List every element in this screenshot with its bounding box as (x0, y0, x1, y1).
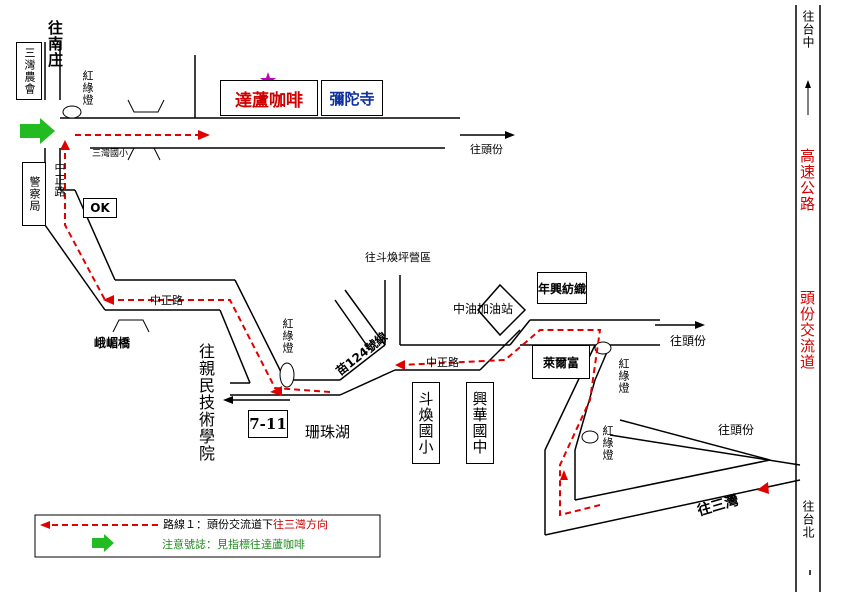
legend-notice: 注意號誌：見指標往達蘆咖啡 (162, 539, 305, 550)
douhuan-elementary-label: 斗煥國小 (412, 382, 440, 464)
top-road (44, 42, 801, 536)
sanwan-elementary-label: 三灣國小 (92, 149, 129, 159)
emei-bridge-label: 峨嵋橋 (94, 336, 131, 350)
to-douhuanping-camp-label: 往斗煥坪營區 (365, 251, 431, 264)
to-nanzhuang-label: 往南庄 (46, 20, 64, 68)
direction-arrows (230, 134, 811, 575)
legend-box (34, 514, 381, 558)
traffic-light-lower-marker (581, 430, 599, 444)
legend-route1-red: 往三灣方向 (273, 518, 328, 531)
darong-cafe-label: 達蘆咖啡 (220, 80, 318, 116)
route-line (64, 134, 602, 517)
zhongzheng-rd-left-label: 中正路 (150, 294, 183, 307)
zhongyou-gas-label: 中油加油站 (453, 302, 514, 316)
traffic-light-top-label: 紅綠燈 (81, 70, 94, 106)
sanwan-farmers-assoc-label: 三灣農會 (16, 42, 42, 100)
to-toufen-top-label: 往頭份 (470, 143, 503, 156)
seven-eleven-label: 7-11 (248, 410, 288, 438)
legend-route1-black: 路線１：頭份交流道下 (163, 518, 273, 531)
to-taichung-label: 往台中 (801, 10, 815, 49)
highway-label: 高速公路 (798, 148, 816, 212)
traffic-light-right-label: 紅綠燈 (617, 358, 630, 394)
traffic-light-right-marker (594, 341, 612, 355)
to-toufen-right-label: 往頭份 (718, 423, 755, 437)
notice-arrow (20, 118, 55, 144)
legend-route1: 路線１：頭份交流道下往三灣方向 (163, 519, 328, 530)
bridge-mark-top2 (127, 147, 161, 161)
traffic-light-mid-label: 紅綠燈 (281, 318, 294, 354)
lairfu-label: 萊爾富 (532, 345, 590, 379)
toufen-interchange-label: 頭份交流道 (798, 290, 816, 370)
mituo-temple-label: 彌陀寺 (321, 80, 383, 116)
zhongzheng-rd-vertical-label: 中正路 (53, 162, 66, 198)
shanzhu-lake-label: 珊珠湖 (305, 423, 351, 441)
traffic-light-lower-label: 紅綠燈 (601, 425, 614, 461)
traffic-light-top-marker (62, 105, 82, 119)
to-taipei-label: 往台北 (801, 500, 815, 539)
xinghua-junior-high-label: 興華國中 (466, 382, 494, 464)
legend-notice-dest: 達蘆咖啡 (261, 538, 305, 551)
to-toufen-mid-label: 往頭份 (670, 334, 707, 348)
nianxing-textile-label: 年興紡織 (537, 272, 587, 304)
legend-notice-prefix: 注意號誌：見指標往 (162, 538, 261, 551)
traffic-light-mid-marker (279, 362, 295, 388)
bridge-mark-emei (112, 319, 150, 333)
ok-store-label: OK (83, 198, 117, 218)
zhongzheng-rd-right-label: 中正路 (426, 356, 459, 369)
police-station-label: 警察局 (22, 162, 46, 226)
to-qinmin-college-label: 往親民技術學院 (196, 343, 215, 462)
bridge-mark-top (127, 99, 165, 113)
